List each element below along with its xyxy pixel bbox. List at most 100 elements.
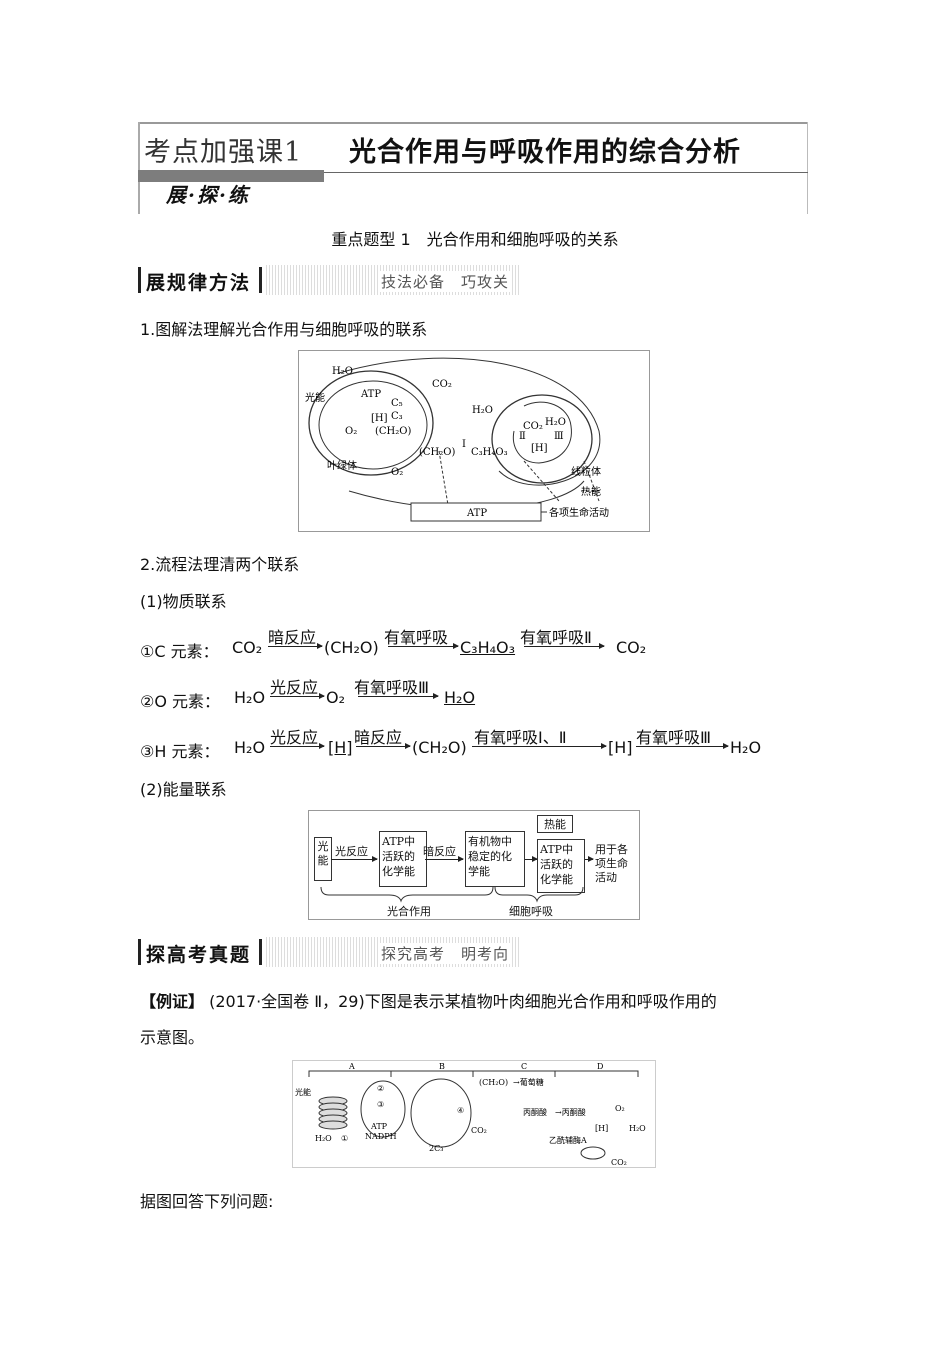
box-atp-active: ATP中活跃的化学能 [379, 831, 427, 887]
fig3-letter: D [597, 1062, 603, 1071]
example-line2: 示意图。 [140, 1028, 205, 1047]
example-tag: 【例证】 [140, 992, 205, 1011]
fig3-label: H₂O [315, 1134, 332, 1143]
fig3-label: →葡萄糖 [513, 1077, 544, 1087]
fig1-label: 叶绿体 [327, 459, 357, 472]
fig1-label: (CH₂O) [375, 426, 411, 437]
fig3-letter: A [348, 1062, 355, 1071]
section-sub: 探究高考 明考向 [378, 943, 511, 964]
eq-o-lead: ②O 元素： [140, 692, 221, 711]
eq-h-e: H₂O [730, 738, 762, 757]
fig1-label: H₂O [332, 366, 353, 377]
fig1-label: 线粒体 [571, 465, 601, 478]
big-loop [338, 357, 601, 486]
example-text: (2017·全国卷 Ⅱ，29)下图是表示某植物叶肉细胞光合作用和呼吸作用的 [209, 992, 717, 1011]
fig3-label: CO₂ [611, 1158, 627, 1167]
fig3-label: 丙酮酸 [523, 1107, 547, 1117]
fig3-label: NADPH [365, 1132, 397, 1141]
figure-photosynthesis-respiration: H₂O CO₂ ATP C₅ C₃ 光能 [H] O₂ (CH₂O) (CH₂O… [298, 350, 650, 532]
eq-h-r1: 光反应 [270, 728, 319, 747]
eq-h-c: (CH₂O) [412, 738, 467, 757]
fig1-svg: H₂O CO₂ ATP C₅ C₃ 光能 [H] O₂ (CH₂O) (CH₂O… [305, 357, 609, 522]
mitochondrion-inner [512, 401, 572, 464]
fig3-label: H₂O [629, 1124, 646, 1133]
fig3-letter: B [439, 1062, 445, 1071]
mitochondrion-outer [491, 394, 593, 484]
fig1-label: ATP [360, 389, 381, 400]
fig1-label: O₂ [391, 467, 403, 478]
brace-label-respiration: 细胞呼吸 [509, 905, 553, 918]
title-banner: 考点加强课1 光合作用与呼吸作用的综合分析 展·探·练 [138, 122, 808, 214]
fig3-label: ④ [457, 1106, 464, 1115]
eq-h-r2: 暗反应 [354, 728, 403, 747]
chloroplast-outer [308, 370, 434, 476]
fig1-label: ATP [466, 508, 487, 519]
eq-h-d: [H] [608, 738, 633, 757]
fig3-label: ② [377, 1084, 384, 1093]
box-organic-stable: 有机物中稳定的化学能 [465, 831, 525, 887]
fig1-label: C₅ [391, 398, 403, 409]
eq-o-c: H₂O [444, 688, 476, 707]
fig3-label: (CH₂O) [479, 1078, 508, 1087]
eq-o-b: O₂ [326, 688, 346, 707]
fig1-label: CO₂ [432, 379, 452, 390]
eq-o-a: H₂O [234, 688, 266, 707]
fig3-svg: A B C D 光能 ② ③ ATP NADPH H₂O ① (CH₂O) →葡… [295, 1062, 646, 1167]
fig1-label: 光能 [305, 391, 325, 404]
arrow1-label: 光反应 [335, 845, 368, 858]
eq-c-d: CO₂ [616, 638, 647, 657]
eq-h-a: H₂O [234, 738, 266, 757]
fig3-label: 乙酰辅酶A [549, 1135, 587, 1145]
section-label: 展规律方法 [146, 272, 252, 294]
fig1-label: H₂O [545, 417, 566, 428]
fig1-label: [H] [531, 443, 548, 454]
fig3-label: ③ [377, 1100, 384, 1109]
section-header-methods: 展规律方法 技法必备 巧攻关 [138, 265, 519, 295]
fig3-label: ATP [370, 1122, 388, 1131]
topic-title: 重点题型 1 光合作用和细胞呼吸的关系 [331, 230, 619, 249]
fig1-label: C₃H₄O₃ [471, 447, 508, 458]
figure-energy-flow: 光能 光反应 ATP中活跃的化学能 暗反应 有机物中稳定的化学能 热能 ATP中… [308, 810, 640, 920]
fig1-label: (CH₂O) [419, 447, 455, 458]
arrow2-label: 暗反应 [423, 845, 456, 858]
equation-o: ②O 元素： H₂O 光反应 O₂ 有氧呼吸Ⅲ H₂O [140, 674, 700, 714]
fig1-label: 热能 [581, 485, 601, 498]
fig1-label: Ⅱ [519, 431, 526, 442]
example-line1: 【例证】 (2017·全国卷 Ⅱ，29)下图是表示某植物叶肉细胞光合作用和呼吸作… [140, 988, 820, 1012]
box-atp-active-2: ATP中活跃的化学能 [537, 839, 585, 893]
eq-h-b: [H] [328, 738, 353, 757]
brace-label-photosynthesis: 光合作用 [387, 905, 431, 918]
section-sub: 技法必备 巧攻关 [378, 271, 511, 292]
eq-h-lead: ③H 元素： [140, 742, 220, 761]
eq-c-a: CO₂ [232, 638, 263, 657]
fig3-letter: C [521, 1062, 527, 1071]
fig1-label: C₃ [391, 411, 403, 422]
closing-text: 据图回答下列问题: [140, 1192, 274, 1211]
fig1-label: 各项生命活动 [549, 506, 609, 519]
fig1-label: O₂ [345, 426, 357, 437]
title-prefix: 考点加强课1 [144, 137, 303, 168]
fig3-label: 2C₃ [429, 1144, 443, 1153]
figure-exam-diagram: A B C D 光能 ② ③ ATP NADPH H₂O ① (CH₂O) →葡… [292, 1060, 656, 1168]
equation-h: ③H 元素： H₂O 光反应 [H] 暗反应 (CH₂O) 有氧呼吸Ⅰ、Ⅱ [H… [140, 724, 800, 764]
fig1-label: Ⅰ [462, 439, 466, 450]
sub-energy: (2)能量联系 [140, 780, 227, 799]
eq-o-r2: 有氧呼吸Ⅲ [354, 678, 430, 697]
equation-c: ①C 元素： CO₂ 暗反应 (CH₂O) 有氧呼吸 C₃H₄O₃ 有氧呼吸Ⅱ … [140, 624, 700, 664]
fig3-label: CO₂ [471, 1126, 487, 1135]
title-main: 光合作用与呼吸作用的综合分析 [349, 137, 741, 168]
end-label: 用于各项生命活动 [595, 843, 628, 884]
eq-c-r1: 暗反应 [268, 628, 317, 647]
item1-title: 1.图解法理解光合作用与细胞呼吸的联系 [140, 320, 428, 339]
eq-c-c: C₃H₄O₃ [460, 638, 516, 657]
eq-c-r3: 有氧呼吸Ⅱ [520, 628, 592, 647]
item2-title: 2.流程法理清两个联系 [140, 555, 300, 574]
fig1-label: H₂O [472, 405, 493, 416]
eq-h-r3: 有氧呼吸Ⅰ、Ⅱ [474, 728, 567, 747]
section-label: 探高考真题 [146, 944, 252, 966]
eq-o-r1: 光反应 [270, 678, 319, 697]
fig1-label: [H] [371, 413, 388, 424]
fig3-label: O₂ [615, 1104, 625, 1113]
sub-material: (1)物质联系 [140, 592, 227, 611]
eq-c-r2: 有氧呼吸 [384, 628, 449, 647]
